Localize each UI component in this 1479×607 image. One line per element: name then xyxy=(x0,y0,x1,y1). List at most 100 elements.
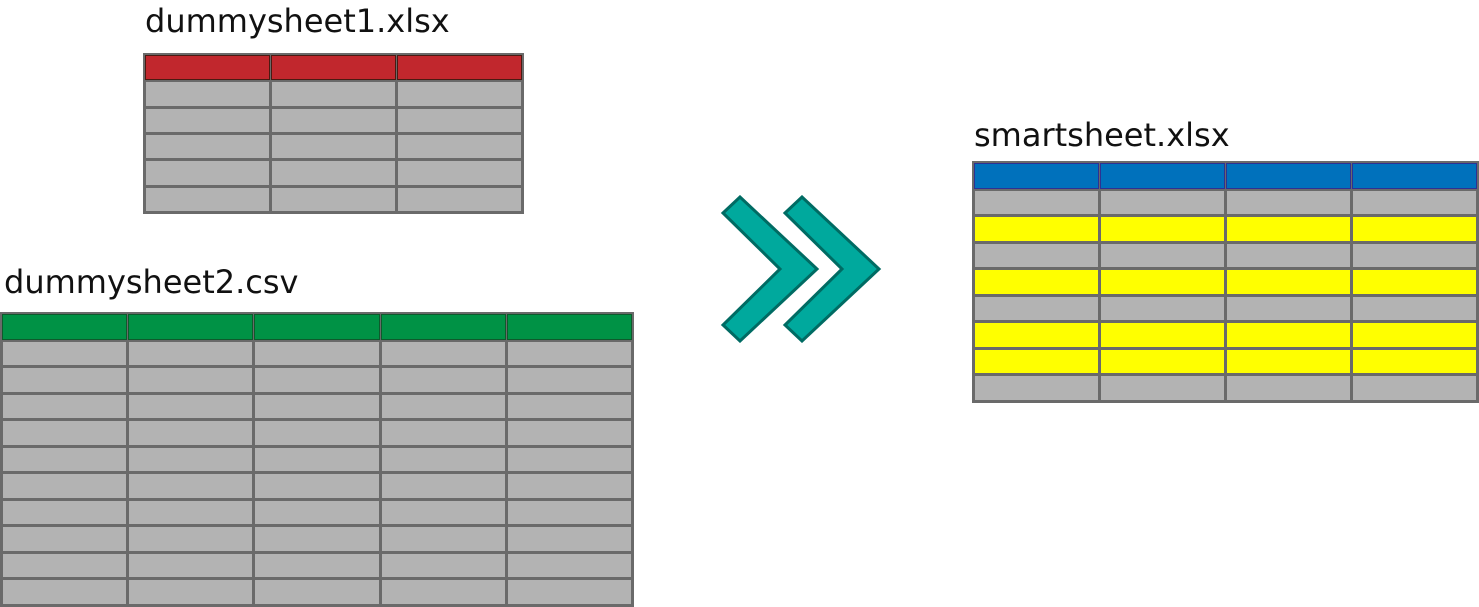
table-cell xyxy=(146,108,269,132)
table-cell xyxy=(255,474,379,498)
table-cell xyxy=(1101,349,1224,374)
header-cell xyxy=(506,314,632,340)
table-cell xyxy=(3,394,127,419)
table-cell xyxy=(381,500,505,525)
table-cell xyxy=(507,553,631,578)
sheet-title-smartsheet: smartsheet.xlsx xyxy=(974,116,1230,154)
table-cell xyxy=(1353,349,1476,374)
table-cell xyxy=(381,368,505,392)
table-cell xyxy=(272,82,395,106)
table-cell xyxy=(1101,270,1224,294)
table-cell xyxy=(146,135,269,159)
table-cell xyxy=(255,394,379,419)
table-cell xyxy=(1101,217,1224,241)
header-cell xyxy=(254,314,380,340)
table-cell xyxy=(3,527,127,551)
table-cell xyxy=(1353,217,1476,241)
table-cell xyxy=(129,447,253,472)
table-cell xyxy=(3,368,127,392)
table-cell xyxy=(1227,296,1350,321)
table-cell xyxy=(381,421,505,445)
table-cell xyxy=(255,500,379,525)
table-cell xyxy=(1353,323,1476,347)
sheet-title-dummysheet1: dummysheet1.xlsx xyxy=(145,2,450,40)
table-cell xyxy=(507,447,631,472)
table-cell xyxy=(146,161,269,185)
header-cell xyxy=(2,314,128,340)
table-cell xyxy=(3,341,127,366)
table-cell xyxy=(381,553,505,578)
table-cell xyxy=(507,341,631,366)
table-cell xyxy=(975,217,1098,241)
table-cell xyxy=(507,474,631,498)
header-cell xyxy=(974,163,1099,189)
table-cell xyxy=(3,553,127,578)
spreadsheet-dummysheet1 xyxy=(143,53,524,214)
table-cell xyxy=(1353,376,1476,400)
table-cell xyxy=(272,187,395,211)
table-cell xyxy=(255,341,379,366)
table-cell xyxy=(1227,349,1350,374)
table-cell xyxy=(975,349,1098,374)
header-cell xyxy=(397,55,522,81)
table-cell xyxy=(381,474,505,498)
table-cell xyxy=(975,323,1098,347)
table-cell xyxy=(507,580,631,604)
table-cell xyxy=(398,82,521,106)
table-cell xyxy=(975,243,1098,268)
table-cell xyxy=(3,580,127,604)
table-cell xyxy=(1227,270,1350,294)
table-cell xyxy=(1353,296,1476,321)
table-cell xyxy=(272,161,395,185)
spreadsheet-smartsheet xyxy=(972,161,1479,403)
table-cell xyxy=(129,500,253,525)
table-cell xyxy=(1101,296,1224,321)
table-cell xyxy=(1227,190,1350,215)
table-cell xyxy=(129,527,253,551)
table-cell xyxy=(255,553,379,578)
sheet-title-dummysheet2: dummysheet2.csv xyxy=(4,263,299,301)
table-cell xyxy=(129,421,253,445)
table-cell xyxy=(146,187,269,211)
header-cell xyxy=(1226,163,1351,189)
table-cell xyxy=(975,376,1098,400)
table-cell xyxy=(975,270,1098,294)
table-cell xyxy=(507,421,631,445)
table-cell xyxy=(1227,323,1350,347)
double-chevron-right-icon xyxy=(720,195,882,343)
table-cell xyxy=(255,421,379,445)
table-cell xyxy=(129,368,253,392)
header-cell xyxy=(271,55,396,81)
chevron-right-icon xyxy=(720,195,820,343)
table-cell xyxy=(507,527,631,551)
table-cell xyxy=(1227,243,1350,268)
table-cell xyxy=(381,341,505,366)
header-cell xyxy=(1352,163,1477,189)
header-cell xyxy=(1100,163,1225,189)
table-cell xyxy=(146,82,269,106)
header-cell xyxy=(145,55,270,81)
table-cell xyxy=(1353,243,1476,268)
header-cell xyxy=(380,314,506,340)
table-cell xyxy=(1353,190,1476,215)
table-cell xyxy=(129,474,253,498)
table-cell xyxy=(129,580,253,604)
table-cell xyxy=(381,580,505,604)
table-cell xyxy=(975,190,1098,215)
table-cell xyxy=(1101,190,1224,215)
table-cell xyxy=(1353,270,1476,294)
table-cell xyxy=(272,135,395,159)
table-cell xyxy=(255,527,379,551)
table-cell xyxy=(507,368,631,392)
table-cell xyxy=(129,394,253,419)
table-cell xyxy=(381,527,505,551)
table-cell xyxy=(129,553,253,578)
table-cell xyxy=(507,500,631,525)
table-cell xyxy=(1227,217,1350,241)
table-cell xyxy=(1101,243,1224,268)
spreadsheet-dummysheet2 xyxy=(0,312,634,607)
table-cell xyxy=(3,474,127,498)
chevron-right-icon xyxy=(782,195,882,343)
table-cell xyxy=(398,108,521,132)
table-cell xyxy=(129,341,253,366)
